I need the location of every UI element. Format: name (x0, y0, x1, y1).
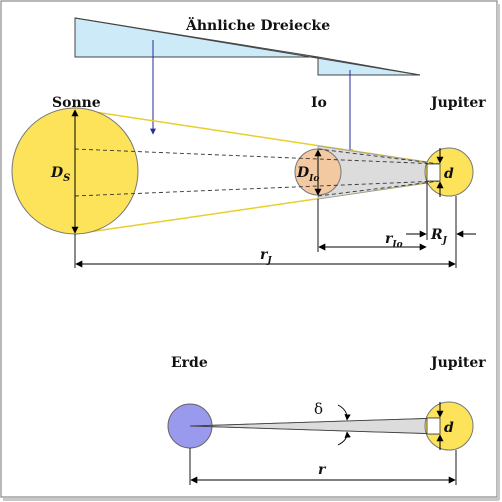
dashed-line-upper (74, 148, 441, 165)
dashed-line-lower (74, 180, 441, 197)
delta-arc-upper (337, 404, 351, 421)
ds-label: DS (50, 165, 70, 184)
frame-shadow-right (497, 4, 500, 500)
dio-label: DIo (296, 165, 319, 184)
delta-arc-lower (337, 431, 351, 446)
triangle-hypotenuse (74, 17, 421, 76)
sight-line-upper (189, 417, 441, 427)
frame-shadow-bottom (3, 498, 499, 501)
rj-label: RJ (430, 227, 448, 246)
delta-label: δ (314, 400, 323, 418)
jupiter-label-bottom: Jupiter (429, 355, 486, 371)
d-box-top (426, 163, 441, 182)
d-box-bottom (426, 417, 441, 435)
rio-label: rIo (385, 231, 403, 250)
jupiter-label-top: Jupiter (429, 95, 486, 111)
d-label-bottom: d (444, 420, 454, 436)
title: Ähnliche Dreiecke (185, 15, 330, 34)
r-label: r (318, 462, 327, 478)
rJ-label: rJ (260, 247, 272, 266)
sun-label: Sonne (52, 95, 101, 111)
earth-label: Erde (171, 355, 208, 371)
d-label-top: d (444, 166, 454, 182)
sight-line-lower (189, 425, 441, 435)
io-label: Io (311, 95, 327, 111)
